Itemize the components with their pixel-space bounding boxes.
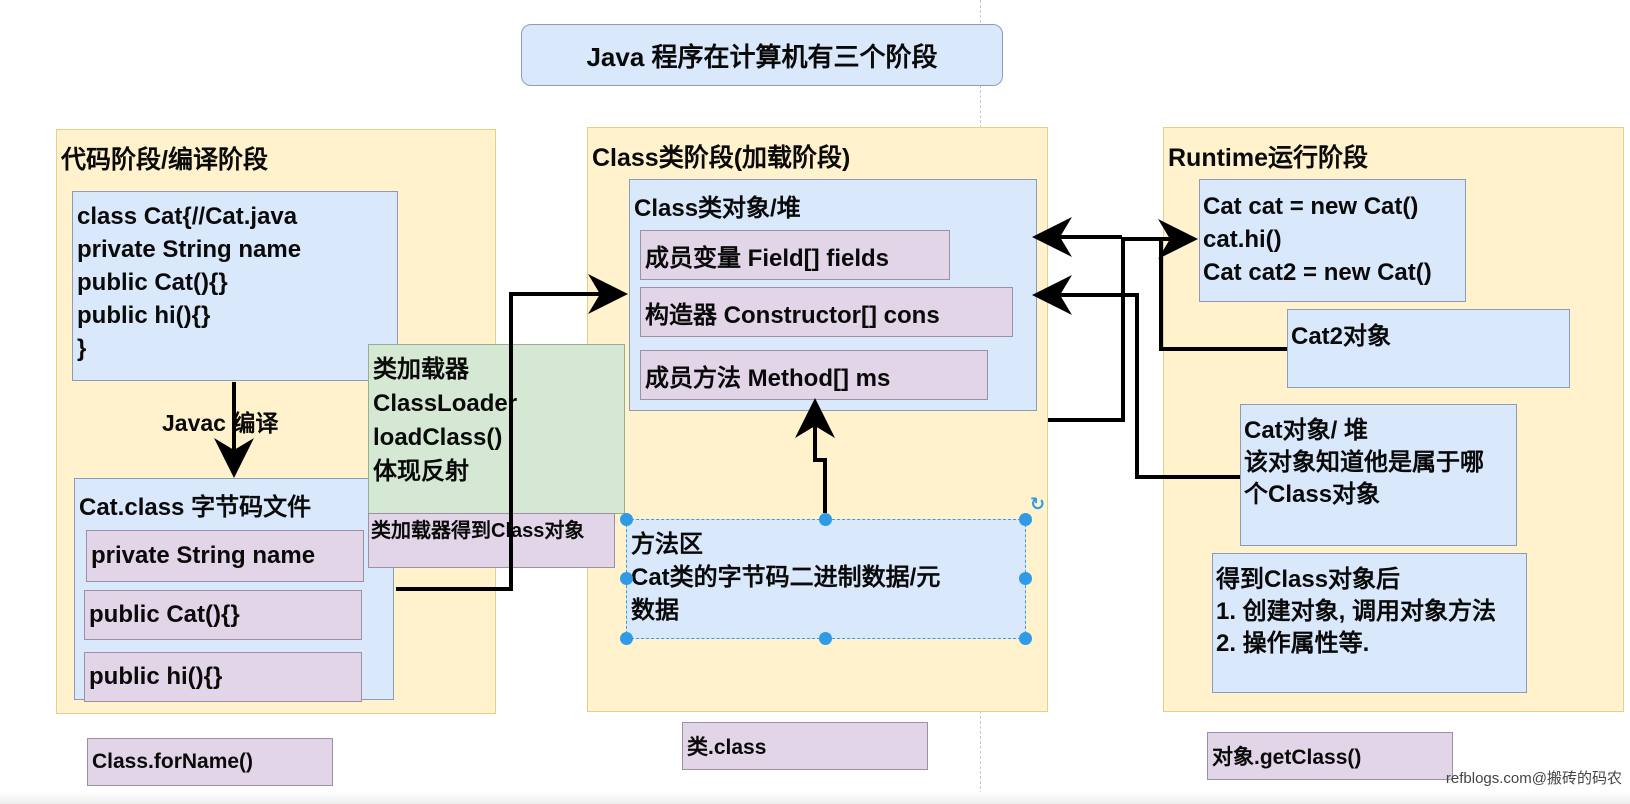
- runtime-code: Cat cat = new Cat() cat.hi() Cat cat2 = …: [1203, 193, 1432, 286]
- method-area-box[interactable]: 方法区 Cat类的字节码二进制数据/元 数据: [626, 519, 1026, 639]
- source-box: class Cat{//Cat.java private String name…: [72, 191, 398, 381]
- bytecode-item: private String name: [86, 530, 364, 582]
- resize-handle[interactable]: [620, 632, 633, 645]
- loader-result-box: 类加载器得到Class对象: [368, 513, 615, 568]
- class-bus-link: [1048, 238, 1125, 422]
- cat2-link: [1159, 239, 1287, 351]
- member-fields: 成员变量 Field[] fields: [640, 230, 950, 280]
- diagram-title: Java 程序在计算机有三个阶段: [521, 24, 1003, 86]
- compile-label: Javac 编译: [162, 410, 279, 436]
- resize-handle[interactable]: [1019, 572, 1032, 585]
- bytecode-item: public hi(){}: [84, 652, 362, 702]
- class-loader-text: 类加载器 ClassLoader loadClass() 体现反射: [373, 356, 518, 485]
- bottom-bar: [0, 792, 1630, 804]
- runtime-code-box: Cat cat = new Cat() cat.hi() Cat cat2 = …: [1199, 179, 1466, 302]
- source-code: class Cat{//Cat.java private String name…: [77, 203, 302, 362]
- way-forname: Class.forName(): [87, 738, 333, 786]
- cat-object-text: Cat对象/ 堆 该对象知道他是属于哪 个Class对象: [1244, 417, 1484, 508]
- bytecode-item: public Cat(){}: [84, 590, 362, 640]
- class-heap-title: Class类对象/堆: [634, 195, 801, 222]
- stage-runtime-title: Runtime运行阶段: [1168, 144, 1369, 172]
- watermark: refblogs.com@搬砖的码农: [1445, 770, 1622, 787]
- way-dot-class: 类.class: [682, 722, 928, 770]
- method-area-arrow: [795, 398, 835, 513]
- after-class-text: 得到Class对象后 1. 创建对象, 调用对象方法 2. 操作属性等.: [1216, 566, 1497, 657]
- cat2-object-box: Cat2对象: [1287, 309, 1570, 388]
- bytecode-title: Cat.class 字节码文件: [79, 494, 312, 521]
- cat2-object-text: Cat2对象: [1291, 323, 1392, 350]
- cat-object-link: [1032, 275, 1240, 479]
- rotate-icon[interactable]: ↻: [1030, 494, 1046, 514]
- resize-handle[interactable]: [620, 572, 633, 585]
- resize-handle[interactable]: [819, 632, 832, 645]
- cat-object-box: Cat对象/ 堆 该对象知道他是属于哪 个Class对象: [1240, 404, 1517, 546]
- resize-handle[interactable]: [1019, 632, 1032, 645]
- method-area-text: 方法区 Cat类的字节码二进制数据/元 数据: [631, 531, 941, 624]
- diagram-title-text: Java 程序在计算机有三个阶段: [586, 41, 938, 72]
- load-arrow: [396, 274, 628, 591]
- way-getclass: 对象.getClass(): [1207, 732, 1453, 780]
- resize-handle[interactable]: [1019, 513, 1032, 526]
- resize-handle[interactable]: [819, 513, 832, 526]
- stage-class-title: Class类阶段(加载阶段): [592, 144, 851, 172]
- stage-code-title: 代码阶段/编译阶段: [61, 146, 268, 174]
- resize-handle[interactable]: [620, 513, 633, 526]
- after-class-box: 得到Class对象后 1. 创建对象, 调用对象方法 2. 操作属性等.: [1212, 553, 1527, 693]
- loader-result-text: 类加载器得到Class对象: [371, 520, 585, 542]
- member-constructors: 构造器 Constructor[] cons: [640, 287, 1013, 337]
